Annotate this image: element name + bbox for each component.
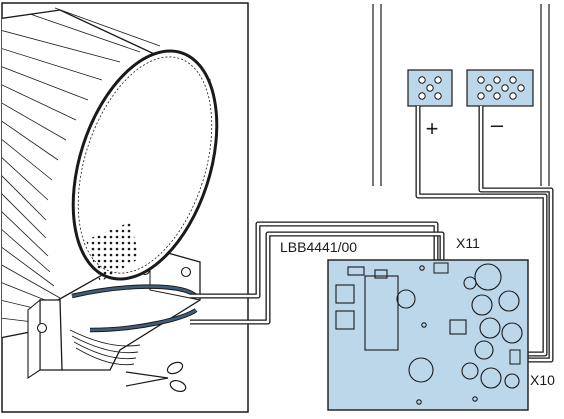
speaker-cables bbox=[71, 284, 198, 333]
mounting-rails bbox=[372, 4, 550, 186]
scissors-icon bbox=[125, 361, 187, 393]
x10-connector bbox=[509, 349, 521, 365]
terminal-to-board-cable bbox=[415, 106, 554, 363]
speaker-to-board-cable bbox=[190, 221, 445, 325]
connector-x11-label: X11 bbox=[456, 235, 480, 251]
speaker-panel bbox=[1, 2, 249, 413]
x11-connector bbox=[433, 262, 449, 274]
module-label: LBB4441/00 bbox=[280, 239, 357, 255]
board-components bbox=[335, 263, 523, 405]
horn-mouth bbox=[71, 49, 219, 282]
connector-x10-label: X10 bbox=[530, 372, 555, 388]
terminal-block-plus bbox=[407, 69, 453, 107]
circuit-board bbox=[327, 259, 529, 411]
polarity-minus-label: – bbox=[491, 112, 504, 137]
terminal-block-minus bbox=[466, 69, 534, 107]
polarity-plus-label: + bbox=[426, 116, 439, 141]
